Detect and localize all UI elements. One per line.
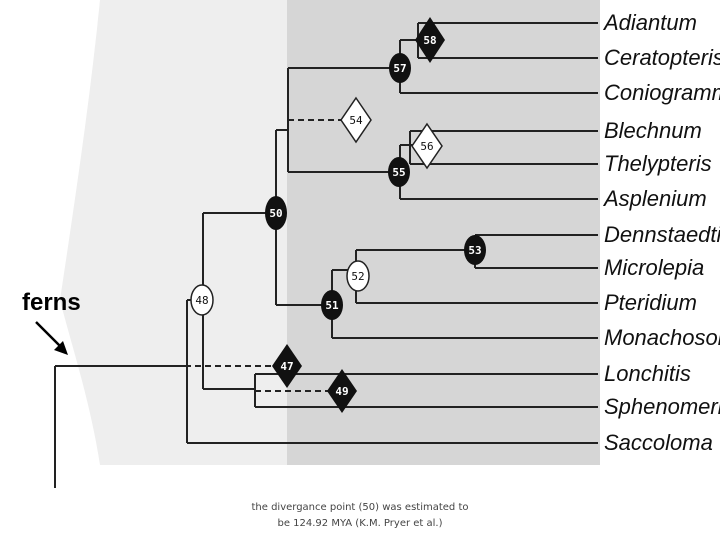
arrow-icon bbox=[35, 321, 68, 355]
ferns-label: ferns bbox=[22, 289, 81, 316]
node-47-marker: 47 bbox=[272, 344, 302, 388]
taxon-thelypteris: Thelypteris bbox=[604, 151, 712, 176]
node-48-marker: 48 bbox=[190, 284, 214, 316]
node-51-label: 51 bbox=[325, 299, 339, 312]
node-52-label: 52 bbox=[351, 270, 364, 283]
taxon-monachosorum: Monachosorum bbox=[604, 325, 720, 350]
node-56-marker: 56 bbox=[411, 122, 443, 170]
taxon-microlepia: Microlepia bbox=[604, 255, 704, 280]
taxon-saccoloma: Saccoloma bbox=[604, 430, 713, 455]
node-58-label: 58 bbox=[423, 34, 436, 47]
taxon-blechnum: Blechnum bbox=[604, 118, 702, 143]
node-56-label: 56 bbox=[420, 140, 433, 153]
taxon-pteridium: Pteridium bbox=[604, 290, 697, 315]
node-49-label: 49 bbox=[335, 385, 348, 398]
caption-line-1: the divergance point (50) was estimated … bbox=[251, 502, 469, 513]
node-57-label: 57 bbox=[393, 62, 406, 75]
node-54-label: 54 bbox=[349, 114, 363, 127]
caption: the divergance point (50) was estimated … bbox=[240, 500, 480, 532]
node-53-marker: 53 bbox=[464, 235, 486, 265]
caption-line-2: be 124.92 MYA (K.M. Pryer et al.) bbox=[277, 518, 443, 529]
taxon-sphenomeris: Sphenomeris bbox=[604, 394, 720, 419]
node-47-label: 47 bbox=[280, 360, 293, 373]
node-58-marker: 58 bbox=[415, 17, 445, 63]
taxon-coniogramme: Coniogramme bbox=[604, 80, 720, 105]
node-53-label: 53 bbox=[468, 244, 481, 257]
taxon-labels: Adiantum Ceratopteris Coniogramme Blechn… bbox=[602, 10, 720, 455]
phylogenetic-tree: 58 57 54 56 55 50 53 52 48 51 47 49 bbox=[22, 0, 720, 488]
taxon-lonchitis: Lonchitis bbox=[604, 361, 691, 386]
taxon-ceratopteris: Ceratopteris bbox=[604, 45, 720, 70]
taxon-adiantum: Adiantum bbox=[602, 10, 697, 35]
taxon-dennstaedtia: Dennstaedtia bbox=[604, 222, 720, 247]
node-55-marker: 55 bbox=[388, 157, 410, 187]
node-50-marker: 50 bbox=[265, 196, 287, 230]
node-57-marker: 57 bbox=[389, 53, 411, 83]
node-51-marker: 51 bbox=[321, 290, 343, 320]
node-55-label: 55 bbox=[392, 166, 405, 179]
node-48-label: 48 bbox=[195, 294, 208, 307]
taxon-asplenium: Asplenium bbox=[602, 186, 707, 211]
node-50-label: 50 bbox=[269, 207, 282, 220]
node-54-marker: 54 bbox=[340, 96, 372, 144]
node-52-marker: 52 bbox=[346, 260, 370, 292]
node-49-marker: 49 bbox=[327, 369, 357, 413]
